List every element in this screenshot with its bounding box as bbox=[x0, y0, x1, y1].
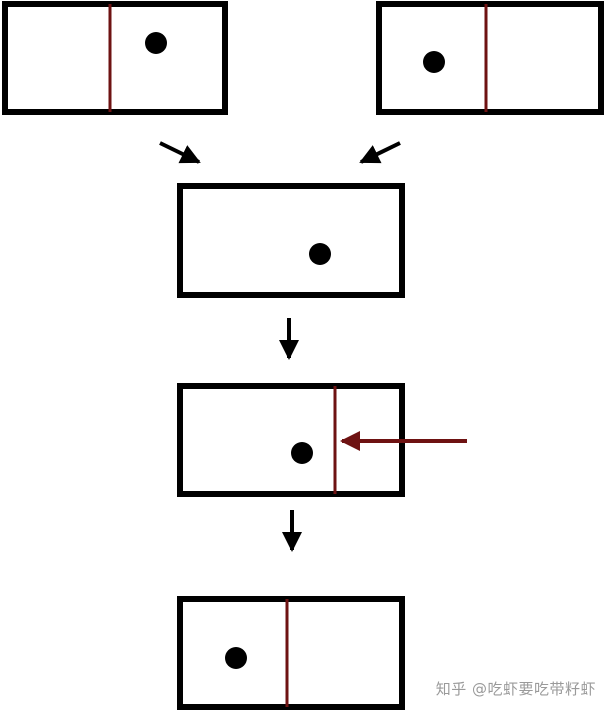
box-merged-frame bbox=[177, 183, 405, 298]
box-top-right-frame bbox=[376, 1, 604, 115]
box-result-dot bbox=[225, 647, 247, 669]
merge-arrow-right bbox=[359, 141, 401, 164]
box-result bbox=[177, 596, 405, 710]
box-top-right-dot bbox=[423, 51, 445, 73]
merge-arrow-left bbox=[159, 141, 201, 164]
watermark-text: 知乎 @吃虾要吃带籽虾 bbox=[435, 680, 596, 698]
box-top-right bbox=[376, 1, 604, 115]
box-result-frame bbox=[177, 596, 405, 710]
box-merged bbox=[177, 183, 405, 298]
box-top-left-frame bbox=[2, 1, 228, 115]
box-merged-dot bbox=[309, 243, 331, 265]
box-pushed-dot bbox=[291, 442, 313, 464]
box-top-left bbox=[2, 1, 228, 115]
box-top-left-dot bbox=[145, 32, 167, 54]
